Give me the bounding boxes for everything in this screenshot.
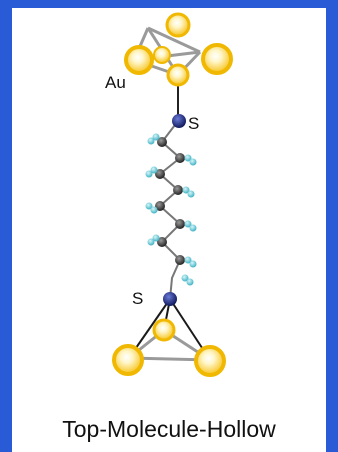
hydrogen-atom [145, 170, 153, 178]
hydrogen-atom [145, 202, 153, 210]
alkane-chain: S [145, 114, 199, 300]
hydrogen-atom [184, 220, 192, 228]
top-gold-cluster: Au [105, 12, 233, 120]
gold-atom [124, 45, 154, 75]
gold-atom [153, 46, 171, 64]
carbon-atom [175, 153, 185, 163]
bottom-gold-hollow: S [112, 289, 226, 377]
gold-label: Au [105, 73, 126, 92]
gold-atom [152, 318, 176, 342]
sulfur-atom-bottom [163, 292, 177, 306]
hydrogen-atom [184, 256, 192, 264]
hydrogen-atom [152, 234, 160, 242]
hydrogen-atom [150, 166, 158, 174]
hydrogen-atom [189, 224, 197, 232]
hydrogen-atom [186, 278, 194, 286]
gold-atom [112, 344, 144, 376]
hydrogen-atom [189, 158, 197, 166]
gold-atom [165, 12, 191, 38]
hydrogen-atom [152, 133, 160, 141]
sulfur-atom-top [172, 114, 186, 128]
carbon-atom [173, 185, 183, 195]
diagram-panel: Au S [12, 8, 326, 452]
hydrogen-atom [184, 154, 192, 162]
hydrogen-atom [147, 238, 155, 246]
molecule-diagram: Au S [105, 12, 233, 377]
carbon-atom [155, 201, 165, 211]
hydrogen-atom [150, 206, 158, 214]
carbon-atom [155, 169, 165, 179]
gold-atom [166, 63, 190, 87]
carbon-atom [157, 237, 167, 247]
gold-atom [201, 43, 233, 75]
sulfur-label-top: S [188, 114, 199, 133]
gold-atom [194, 345, 226, 377]
carbon-atom [175, 219, 185, 229]
hydrogen-atom [147, 137, 155, 145]
carbon-atom [175, 255, 185, 265]
diagram-caption: Top-Molecule-Hollow [62, 416, 276, 442]
hydrogen-atom [189, 260, 197, 268]
hydrogen-atom [181, 274, 189, 282]
sulfur-label-bottom: S [132, 289, 143, 308]
carbon-atom [157, 137, 167, 147]
hydrogen-atom [182, 186, 190, 194]
hydrogen-atom [187, 190, 195, 198]
